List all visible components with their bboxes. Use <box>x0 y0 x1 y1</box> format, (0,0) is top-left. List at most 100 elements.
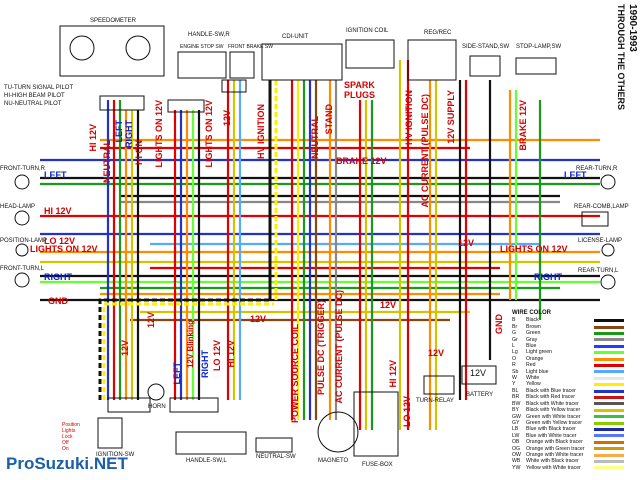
legend-name: Orange with White tracer <box>526 451 584 458</box>
legend-swatch <box>594 466 624 470</box>
legend-swatch <box>594 415 624 419</box>
legend-code: B <box>512 317 516 324</box>
legend-code: OG <box>512 445 521 452</box>
label-left-bottom: LEFT <box>172 362 182 385</box>
stop-lamp-sw-box <box>515 57 557 75</box>
label-hv-ignition-a: HV IGNITION <box>256 104 266 160</box>
handle-sw-r-box <box>177 51 227 79</box>
handle-sw-l-box <box>175 431 247 455</box>
pilot-high-beam: HI-HIGH BEAM PILOT <box>4 93 65 99</box>
head-lamp-icon <box>14 210 30 226</box>
legend-code: WB <box>512 458 521 465</box>
legend-code: BR <box>512 394 520 401</box>
front-turn-l-lamp-icon <box>14 272 30 288</box>
engine-stop-sw-title: ENGINE STOP SW <box>180 44 224 50</box>
switch-table-title: Position <box>62 422 80 428</box>
legend-code: GY <box>512 419 520 426</box>
legend-name: Orange <box>526 355 544 362</box>
label-right-row-r: RIGHT <box>534 272 562 282</box>
legend-swatch <box>594 395 624 399</box>
legend-name: Light green <box>526 349 552 356</box>
fuse-box-title: FUSE-BOX <box>362 462 393 468</box>
stop-lamp-sw-title: STOP-LAMP,SW <box>516 44 562 50</box>
legend-entry: YW Yellow with White tracer <box>512 465 630 471</box>
legend-swatch <box>594 389 624 393</box>
horn-icon <box>147 383 165 401</box>
legend-code: YW <box>512 464 521 471</box>
legend-swatch <box>594 325 624 329</box>
label-12v-c: 12V <box>250 314 267 324</box>
speedometer-box <box>59 25 165 77</box>
label-12v-a: 12V <box>222 110 232 127</box>
magneto-icon <box>317 411 359 453</box>
switch-row-on: On <box>62 446 69 452</box>
label-12v-d: 12V <box>380 300 397 310</box>
label-lo12v-row: LO 12V <box>44 236 76 246</box>
legend-swatch <box>594 447 624 451</box>
legend-code: LB <box>512 426 519 433</box>
handle-sw-r-title: HANDLE-SW,R <box>188 32 230 38</box>
legend-swatch <box>594 351 624 355</box>
rear-comb-lamp-icon <box>581 211 609 227</box>
magneto-title: MAGNETO <box>318 458 349 464</box>
cdi-unit-title: CDI-UNIT <box>282 34 309 40</box>
label-hi12v-bottom-a: HI 12V <box>226 340 236 368</box>
legend-name: Red <box>526 362 536 369</box>
label-ac-current-top: AC CURRENT (PULSE DC) <box>420 94 430 208</box>
wires <box>40 60 600 430</box>
legend-code: OB <box>512 439 520 446</box>
legend-name: Yellow with White tracer <box>526 464 581 471</box>
ignition-sw-table <box>97 417 123 449</box>
legend-swatch <box>594 331 624 335</box>
label-hv-ignition-b: HV IGNITION <box>404 90 414 146</box>
legend-name: Black <box>526 317 539 324</box>
label-lights-on-12v-a: LIGHTS ON 12V <box>154 100 164 168</box>
label-lights-on-12v-right: LIGHTS ON 12V <box>500 244 568 254</box>
legend-name: Yellow <box>526 381 541 388</box>
label-right-bottom: RIGHT <box>200 350 210 378</box>
front-brake-sw-box <box>229 51 255 79</box>
handle-sw-l-connector <box>107 397 151 413</box>
front-turn-r-lamp-icon <box>14 174 30 190</box>
front-brake-sw-title: FRONT BRAKE SW <box>228 44 273 50</box>
label-right-row-l: RIGHT <box>44 272 72 282</box>
legend-swatch <box>594 319 624 323</box>
legend-name: Black with Yellow tracer <box>526 407 581 414</box>
legend-code: Br <box>512 323 518 330</box>
legend-name: Orange with Black tracer <box>526 439 583 446</box>
front-turn-l-title: FRONT-TURN,L <box>0 266 44 272</box>
horn-title: HORN <box>148 404 166 410</box>
label-hi12v-bottom-b: HI 12V <box>388 360 398 388</box>
legend-title: WIRE COLOR <box>512 310 551 316</box>
legend-name: Black with Red tracer <box>526 394 576 401</box>
label-ac-current-bottom: AC CURRENT (PULSE DC) <box>334 290 344 404</box>
legend-swatch <box>594 363 624 367</box>
rear-turn-l-lamp-icon <box>600 274 616 290</box>
brake-connector <box>221 79 247 93</box>
legend-swatch <box>594 460 624 464</box>
label-brake-12v-mid: BRAKE 12V <box>336 156 387 166</box>
legend-entry: B Black <box>512 317 630 323</box>
label-12v-supply: 12V SUPPLY <box>446 90 456 144</box>
meter-connector <box>99 95 145 111</box>
switch-position-table: Position Lights Lock Off On <box>62 422 80 452</box>
legend-swatch <box>594 338 624 342</box>
legend-code: G <box>512 330 517 337</box>
model-years: 1990-1993 <box>627 4 638 52</box>
battery-voltage: 12V <box>470 368 487 378</box>
watermark: ProSuzuki.NET <box>6 454 128 473</box>
legend-name: Blue with Black tracer <box>526 426 576 433</box>
legend-code: Lg <box>512 349 518 356</box>
speedometer-title: SPEEDOMETER <box>90 18 137 24</box>
license-lamp-icon <box>601 243 615 257</box>
